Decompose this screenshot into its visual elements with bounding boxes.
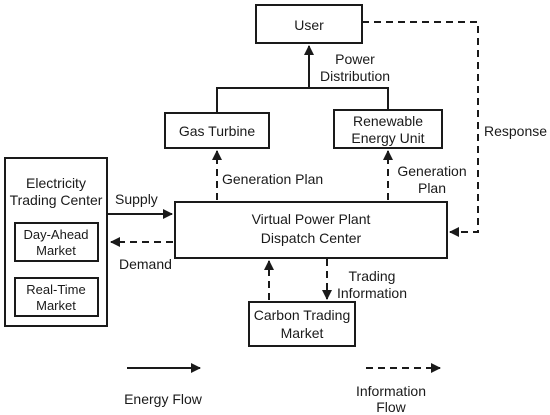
- legend: Energy Flow Information Flow: [124, 363, 441, 415]
- vpp-dispatch-center-node: Virtual Power Plant Dispatch Center: [174, 201, 448, 259]
- response-arrow: [362, 21, 479, 237]
- renewable-generation-plan-label-line2: Plan: [418, 180, 446, 196]
- electricity-trading-center-node: Electricity Trading Center Day-Ahead Mar…: [4, 157, 108, 327]
- information-flow-legend-label-line1: Information: [356, 383, 426, 399]
- power-distribution-label-line1: Power: [335, 51, 375, 67]
- trading-information-label-line2: Information: [337, 285, 407, 301]
- renewable-energy-unit-node: Renewable Energy Unit: [333, 109, 443, 149]
- trading-center-label-line1: Electricity: [26, 175, 86, 191]
- vpp-label-line1: Virtual Power Plant: [252, 211, 371, 227]
- user-label: User: [294, 17, 324, 33]
- power-distribution-bus: [216, 87, 389, 113]
- power-distribution-label-line2: Distribution: [320, 68, 390, 84]
- day-ahead-label-line1: Day-Ahead: [23, 227, 88, 242]
- gas-generation-plan-label: Generation Plan: [222, 171, 323, 187]
- renewable-generation-plan-label-line1: Generation: [397, 163, 466, 179]
- demand-label: Demand: [119, 256, 172, 272]
- real-time-label-line1: Real-Time: [26, 282, 85, 297]
- vpp-label-line2: Dispatch Center: [261, 230, 362, 246]
- carbon-trading-market-node: Carbon Trading Market: [248, 301, 356, 347]
- day-ahead-label-line2: Market: [36, 243, 76, 258]
- information-flow-legend-label-line2: Flow: [376, 399, 406, 415]
- carbon-label-line1: Carbon Trading: [254, 307, 351, 323]
- trading-information-label-line1: Trading: [349, 268, 396, 284]
- energy-flow-legend-label: Energy Flow: [124, 391, 203, 407]
- trading-center-label-line2: Trading Center: [10, 192, 103, 208]
- gas-turbine-node: Gas Turbine: [164, 112, 270, 149]
- supply-label: Supply: [115, 191, 158, 207]
- response-label: Response: [484, 123, 547, 139]
- renewable-label-line2: Energy Unit: [351, 130, 424, 146]
- gas-turbine-label: Gas Turbine: [179, 123, 255, 139]
- real-time-label-line2: Market: [36, 298, 76, 313]
- user-node: User: [255, 4, 363, 44]
- carbon-label-line2: Market: [281, 325, 324, 341]
- renewable-label-line1: Renewable: [353, 113, 423, 129]
